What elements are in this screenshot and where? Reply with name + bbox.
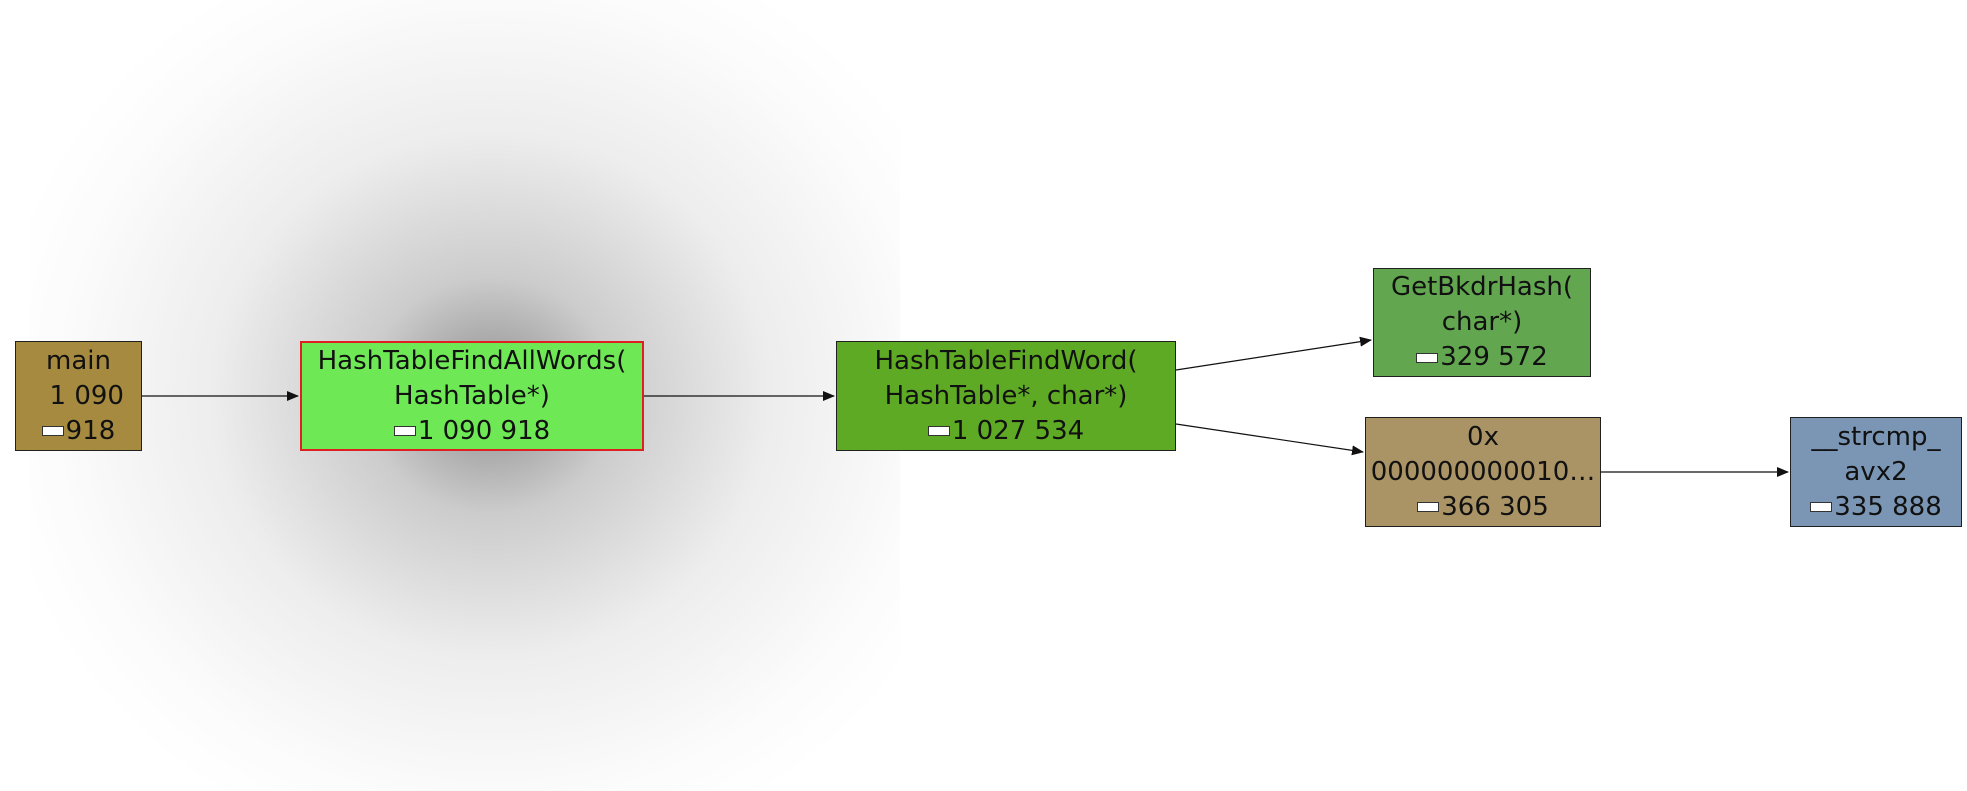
- cost-bar-icon: [927, 426, 950, 436]
- function-name-line: HashTable*): [394, 380, 550, 411]
- cost-bar-icon: [41, 426, 64, 436]
- function-node-address[interactable]: 0x 000000000010… 366 305: [1365, 417, 1601, 527]
- function-name-line: 000000000010…: [1370, 456, 1596, 487]
- cost-row: 1 027 534: [927, 414, 1085, 449]
- call-edge-hashtablefindword-to-getbkdrhash[interactable]: [1175, 336, 1372, 371]
- function-name-line: 0x: [1467, 421, 1499, 452]
- cost-value: 1 027 534: [951, 415, 1085, 446]
- function-node-hashtablefindallwords[interactable]: HashTableFindAllWords( HashTable*) 1 090 9…: [300, 341, 644, 451]
- cost-value: 1 090 918: [417, 415, 551, 446]
- function-name-line: __strcmp_: [1811, 421, 1941, 452]
- function-name-line: char*): [1441, 307, 1523, 337]
- cost-row: 1 090 918: [393, 414, 551, 449]
- cost-row: 918: [41, 414, 116, 449]
- cost-row: 329 572: [1416, 340, 1548, 375]
- function-node-strcmp-avx2[interactable]: __strcmp_ avx2 335 888: [1790, 417, 1962, 527]
- call-edge-hashtablefindword-to-address[interactable]: [1175, 423, 1364, 456]
- cost-value: 335 888: [1834, 491, 1942, 522]
- function-name-line: HashTableFindAllWords(: [317, 345, 627, 376]
- cost-bar-icon: [1416, 352, 1439, 363]
- cost-value: 918: [65, 415, 116, 446]
- function-node-getbkdrhash[interactable]: GetBkdrHash( char*) 329 572: [1373, 268, 1591, 377]
- function-name-line: avx2: [1844, 456, 1908, 487]
- function-name-line: GetBkdrHash(: [1390, 272, 1574, 302]
- cost-bar-icon: [1417, 502, 1440, 512]
- function-node-hashtablefindword[interactable]: HashTableFindWord( HashTable*, char*) 1 02…: [836, 341, 1176, 451]
- cost-bar-icon: [393, 426, 416, 436]
- cost-value: 329 572: [1440, 342, 1548, 372]
- cost-row: 335 888: [1810, 490, 1942, 525]
- function-name-line: HashTableFindWord(: [874, 345, 1138, 376]
- cost-value: 366 305: [1441, 491, 1549, 522]
- function-name-line: HashTable*, char*): [884, 380, 1128, 411]
- cost-row: 366 305: [1417, 490, 1549, 525]
- cost-bar-icon: [1810, 502, 1833, 512]
- function-name-line: 1 090: [33, 380, 124, 411]
- function-node-main[interactable]: main 1 090 918: [15, 341, 142, 451]
- function-name-line: main: [46, 345, 111, 376]
